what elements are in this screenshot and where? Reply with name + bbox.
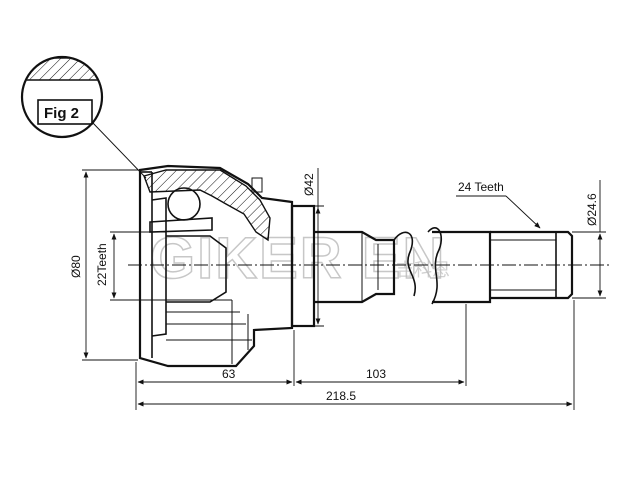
outer-bell bbox=[138, 164, 294, 368]
dim-length-stem: 103 bbox=[295, 304, 467, 386]
inner-teeth-label: 22Teeth bbox=[95, 243, 109, 286]
detail-circle bbox=[20, 55, 104, 139]
fig-label: Fig 2 bbox=[44, 105, 79, 122]
ball bbox=[167, 187, 201, 221]
dim-inner-teeth: 22Teeth bbox=[95, 231, 166, 301]
dim-length-bell: 63 bbox=[135, 330, 295, 410]
detail-callout: Fig 2 bbox=[20, 55, 147, 179]
length-bell-label: 63 bbox=[222, 367, 236, 381]
stem-diameter-label: Ø42 bbox=[302, 173, 316, 196]
dim-length-total: 218.5 bbox=[137, 300, 575, 410]
dim-outer-teeth: 24 Teeth bbox=[456, 180, 541, 229]
length-stem-label: 103 bbox=[366, 367, 386, 381]
outer-diameter-label: Ø80 bbox=[69, 255, 83, 278]
watermark-subtext: 吉科恩 bbox=[396, 260, 450, 281]
dim-outer-diameter: Ø80 bbox=[69, 169, 138, 361]
leader-line bbox=[91, 121, 147, 179]
shaft-diameter-label: Ø24.6 bbox=[585, 193, 599, 226]
dim-stem-diameter: Ø42 bbox=[292, 168, 324, 327]
dim-shaft-diameter: Ø24.6 bbox=[572, 180, 606, 299]
length-total-label: 218.5 bbox=[326, 389, 356, 403]
fig-label-box bbox=[37, 99, 93, 125]
outer-teeth-label: 24 Teeth bbox=[458, 180, 504, 194]
spline-shaft bbox=[490, 230, 574, 300]
